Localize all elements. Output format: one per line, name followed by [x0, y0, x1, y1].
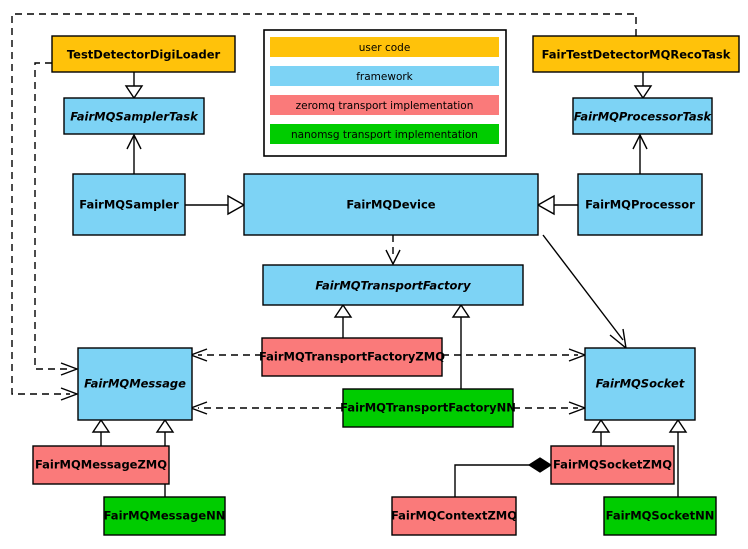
node-box[interactable] [103, 496, 226, 536]
legend-swatch-user-code [270, 37, 499, 57]
node-label: FairMQTransportFactoryZMQ [259, 350, 445, 364]
node-box[interactable] [603, 496, 717, 536]
edge-factoryzmq-creates-message [189, 348, 262, 362]
edge-factoryzmq-creates-socket [442, 348, 587, 362]
edge-processor-uses-processortask [632, 133, 648, 174]
node-box[interactable] [577, 173, 703, 236]
node-box[interactable] [391, 496, 517, 536]
node-fair-mq-transport-factory-nn[interactable]: FairMQTransportFactoryNN [340, 388, 516, 428]
node-fair-mq-message[interactable]: FairMQMessage [77, 347, 193, 421]
node-fair-mq-processor[interactable]: FairMQProcessor [577, 173, 703, 236]
edge-digiloader-depends-message [34, 62, 79, 376]
node-label: FairMQSocketNN [606, 509, 715, 523]
node-box[interactable] [32, 445, 170, 485]
node-box[interactable] [77, 347, 193, 421]
node-label: FairMQProcessorTask [574, 110, 713, 124]
edge-layer [11, 13, 688, 497]
edge-sampler-inherits-device [185, 194, 246, 216]
node-layer: TestDetectorDigiLoader FairTestDetectorM… [32, 35, 740, 536]
legend-item-zeromq: zeromq transport implementation [270, 95, 499, 115]
node-label: FairMQSampler [79, 198, 179, 212]
edge-device-uses-socket [542, 234, 627, 350]
node-fair-mq-socket-zmq[interactable]: FairMQSocketZMQ [550, 445, 675, 485]
node-fair-mq-transport-factory-zmq[interactable]: FairMQTransportFactoryZMQ [259, 337, 445, 377]
node-fair-mq-device[interactable]: FairMQDevice [243, 173, 539, 236]
node-box[interactable] [72, 173, 186, 236]
node-box[interactable] [584, 347, 696, 421]
edge-recotask-depends-message [11, 13, 637, 401]
legend-swatch-framework [270, 66, 499, 86]
node-fair-mq-context-zmq[interactable]: FairMQContextZMQ [391, 496, 517, 536]
edge-processor-inherits-device [536, 194, 578, 216]
legend-label: zeromq transport implementation [296, 100, 474, 112]
legend-item-nanomsg: nanomsg transport implementation [270, 124, 499, 144]
node-label: FairMQSamplerTask [70, 110, 199, 124]
node-label: FairMQTransportFactory [315, 279, 471, 293]
node-box[interactable] [51, 35, 236, 73]
node-box[interactable] [243, 173, 539, 236]
node-label: FairMQMessageZMQ [35, 458, 167, 472]
node-fair-mq-transport-factory[interactable]: FairMQTransportFactory [262, 264, 524, 306]
legend-label: framework [356, 71, 413, 83]
node-label: FairMQTransportFactoryNN [340, 401, 516, 415]
legend-label: nanomsg transport implementation [291, 129, 478, 141]
node-label: FairMQSocket [596, 377, 685, 391]
node-box[interactable] [572, 97, 713, 135]
node-fair-mq-sampler[interactable]: FairMQSampler [72, 173, 186, 236]
edge-sampler-uses-samplertask [126, 133, 142, 174]
edge-digiloader-inherits-samplertask [124, 72, 144, 100]
node-label: FairMQSocketZMQ [553, 458, 672, 472]
node-fair-mq-message-zmq[interactable]: FairMQMessageZMQ [32, 445, 170, 485]
legend-item-user-code: user code [270, 37, 499, 57]
legend-label: user code [359, 42, 411, 54]
edge-recotask-inherits-processortask [633, 72, 653, 100]
node-label: FairMQMessage [84, 377, 186, 391]
edge-factoryzmq-inherits-factory [333, 303, 353, 338]
edge-device-depends-transportfactory [385, 235, 401, 266]
node-box[interactable] [261, 337, 443, 377]
node-box[interactable] [63, 97, 205, 135]
node-box[interactable] [342, 388, 514, 428]
node-box[interactable] [532, 35, 740, 73]
edge-factorynn-inherits-factory [451, 303, 471, 389]
node-label: FairMQMessageNN [104, 509, 226, 523]
node-box[interactable] [550, 445, 675, 485]
edge-factorynn-creates-socket [513, 401, 587, 415]
node-box[interactable] [262, 264, 524, 306]
node-fair-mq-socket-nn[interactable]: FairMQSocketNN [603, 496, 717, 536]
node-fair-mq-sampler-task[interactable]: FairMQSamplerTask [63, 97, 205, 135]
legend-item-framework: framework [270, 66, 499, 86]
edge-socketzmq-owns-contextzmq [454, 457, 553, 497]
node-fair-mq-message-nn[interactable]: FairMQMessageNN [103, 496, 226, 536]
node-label: FairMQDevice [346, 198, 435, 212]
legend: user code framework zeromq transport imp… [263, 29, 507, 157]
legend-swatch-zeromq [270, 95, 499, 115]
node-fair-mq-processor-task[interactable]: FairMQProcessorTask [572, 97, 713, 135]
node-label: TestDetectorDigiLoader [67, 48, 221, 62]
edge-socketzmq-inherits-socket [591, 418, 611, 446]
edge-factorynn-creates-message [189, 401, 343, 415]
node-label: FairMQProcessor [585, 198, 695, 212]
node-test-detector-digi-loader[interactable]: TestDetectorDigiLoader [51, 35, 236, 73]
node-fair-mq-socket[interactable]: FairMQSocket [584, 347, 696, 421]
node-fair-test-detector-mq-reco-task[interactable]: FairTestDetectorMQRecoTask [532, 35, 740, 73]
legend-swatch-nanomsg [270, 124, 499, 144]
edge-socketnn-inherits-socket [668, 418, 688, 497]
node-label: FairTestDetectorMQRecoTask [542, 48, 731, 62]
node-label: FairMQContextZMQ [391, 509, 517, 523]
edge-messagezmq-inherits-message [91, 418, 111, 446]
